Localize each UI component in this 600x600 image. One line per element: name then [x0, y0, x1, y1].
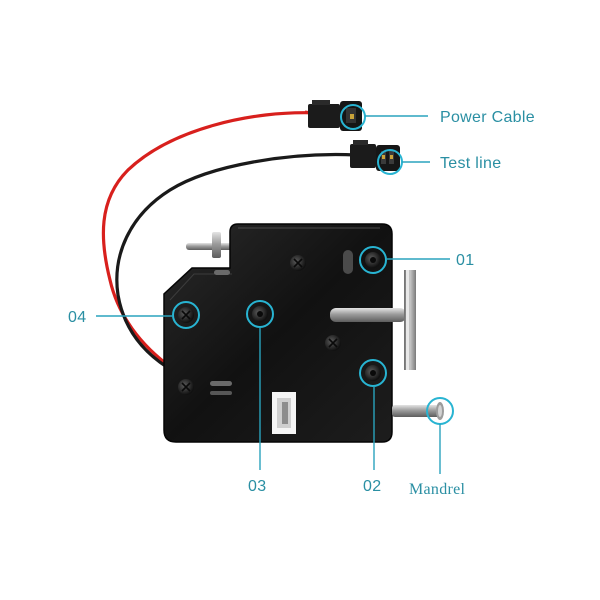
- lock-body: [163, 223, 393, 443]
- test-connector: [350, 140, 400, 171]
- screw-03: [252, 306, 268, 322]
- screw-02: [365, 365, 381, 381]
- ring-power-cable: [340, 104, 366, 130]
- label-power-cable: Power Cable: [440, 109, 535, 126]
- ring-01: [359, 246, 387, 274]
- screw-top: [290, 255, 306, 271]
- label-mandrel: Mandrel: [409, 481, 466, 498]
- screw-bottom: [178, 379, 194, 395]
- screw-01: [365, 252, 381, 268]
- screw-mid: [325, 335, 341, 351]
- ring-02: [359, 359, 387, 387]
- ring-04: [172, 301, 200, 329]
- label-test-line: Test line: [440, 155, 501, 172]
- label-02: 02: [363, 478, 381, 495]
- mandrel-pin: [392, 402, 444, 420]
- label-01: 01: [456, 252, 474, 269]
- screw-04: [178, 307, 194, 323]
- black-wire: [115, 153, 358, 374]
- label-03: 03: [248, 478, 266, 495]
- label-04: 04: [68, 309, 86, 326]
- callouts: [96, 104, 454, 474]
- callout-labels: Power Cable Test line 01 02 03 04 Mandre…: [68, 109, 535, 498]
- latch-bolt: [330, 270, 416, 370]
